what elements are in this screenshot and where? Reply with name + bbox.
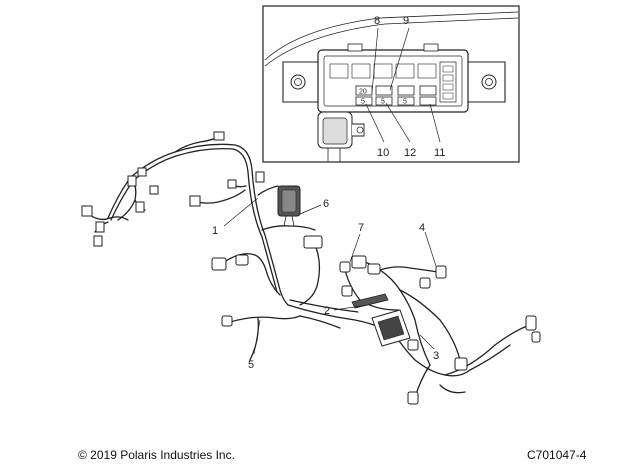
callout-12: 12 — [404, 147, 416, 159]
fuse-label-3: 5 — [381, 99, 385, 106]
fuse-label-1: 20 — [359, 89, 367, 96]
connector-r — [341, 285, 353, 297]
relay-block — [351, 293, 411, 347]
connector-m — [235, 254, 249, 266]
connector-p — [351, 255, 367, 269]
callout-9: 9 — [403, 15, 409, 27]
connector-y — [531, 331, 541, 343]
inset-connector-plug — [317, 111, 365, 162]
figure-code: C701047-4 — [527, 448, 587, 462]
callout-4: 4 — [419, 222, 425, 234]
callout-3: 3 — [433, 350, 439, 362]
connector-g — [95, 221, 105, 233]
connector-t — [435, 265, 447, 279]
connector-i — [189, 195, 201, 207]
callout-8: 8 — [374, 15, 380, 27]
connector-j — [227, 179, 237, 189]
connector-u — [221, 315, 233, 327]
callout-2: 2 — [324, 305, 330, 317]
connector-s — [419, 277, 431, 289]
ecu-connector — [277, 185, 301, 227]
fuse-label-4: 5 — [403, 99, 407, 106]
connector-c — [127, 175, 137, 187]
connector-l — [211, 257, 227, 271]
connector-k — [255, 171, 265, 183]
callout-7: 7 — [358, 222, 364, 234]
connector-b — [137, 167, 147, 177]
callout-6: 6 — [323, 198, 329, 210]
mini-fuses: 20 5 5 5 — [355, 85, 437, 106]
sub-harness — [221, 255, 541, 405]
connector-d — [149, 185, 159, 195]
connector-w — [407, 391, 419, 405]
connector-v — [407, 339, 419, 351]
callout-1: 1 — [212, 225, 218, 237]
fuse-box-inset: 20 5 5 5 8 9 10 12 — [262, 5, 520, 163]
fuse-label-2: 5 — [361, 99, 365, 106]
connector-a — [213, 131, 225, 141]
connector-q — [367, 263, 381, 275]
main-harness — [81, 131, 323, 306]
connector-h — [93, 235, 103, 247]
connector-o — [339, 261, 351, 273]
connector-z — [454, 357, 468, 371]
callout-5: 5 — [248, 359, 254, 371]
callout-10: 10 — [377, 147, 389, 159]
connector-x — [525, 315, 537, 331]
copyright-text: © 2019 Polaris Industries Inc. — [78, 448, 235, 462]
callout-11: 11 — [434, 147, 445, 159]
connector-n — [303, 235, 323, 249]
connector-f — [81, 205, 93, 217]
callouts: 1 2 3 4 5 6 7 — [212, 197, 439, 371]
connector-e — [135, 201, 145, 213]
fuse-slots — [329, 61, 457, 103]
